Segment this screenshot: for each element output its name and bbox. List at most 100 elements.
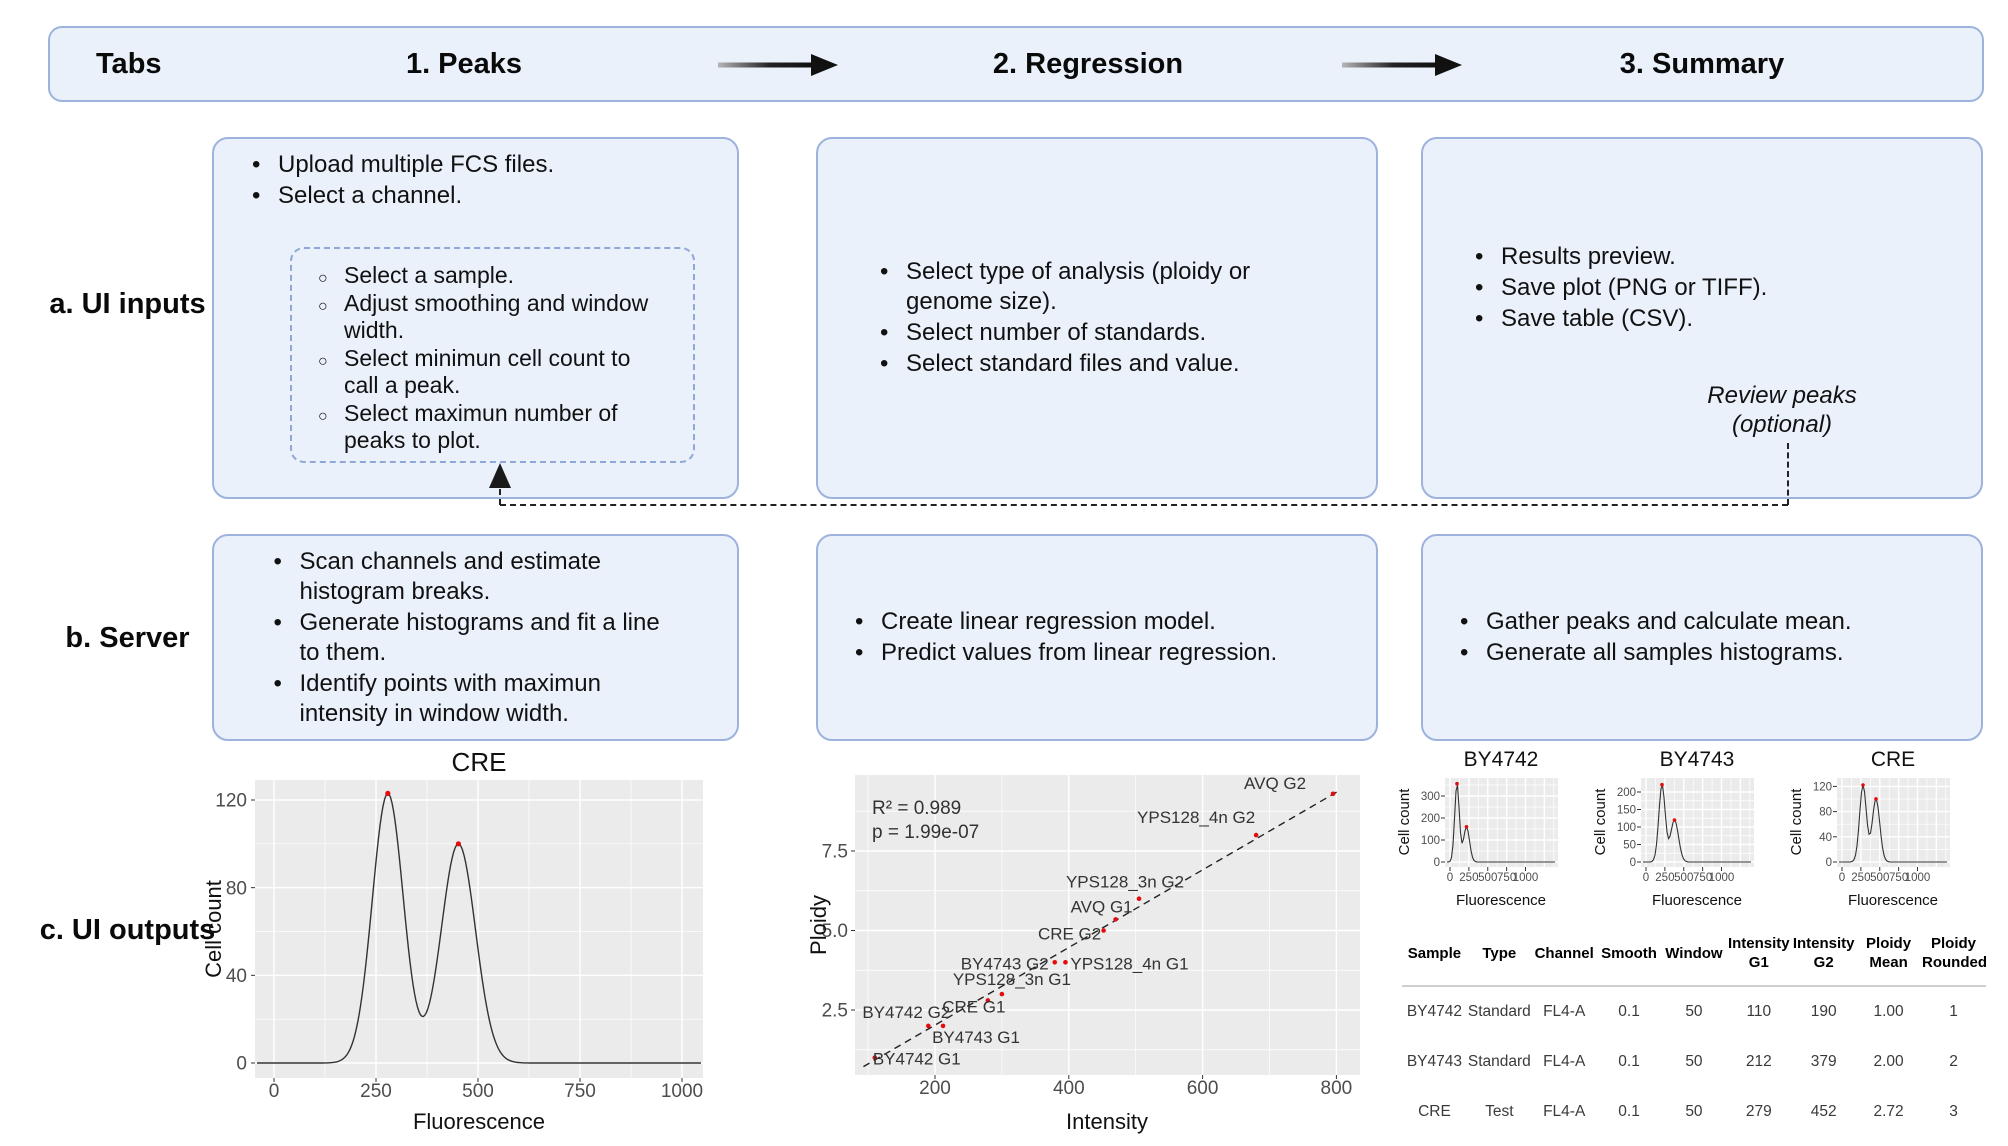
bullet-item: Select type of analysis (ploidy or genom…	[872, 257, 1322, 317]
box-summary-server: Gather peaks and calculate mean.Generate…	[1421, 534, 1983, 741]
svg-text:200: 200	[1421, 813, 1440, 825]
bullet-item: Save plot (PNG or TIFF).	[1467, 273, 1937, 303]
feedback-connector-left-segment	[499, 489, 501, 505]
bullet-item: Select number of standards.	[872, 318, 1322, 348]
box-peaks-server: Scan channels and estimate histogram bre…	[212, 534, 739, 741]
review-peaks-note-line1: Review peaks	[1707, 382, 1857, 409]
svg-text:0: 0	[1447, 872, 1453, 884]
svg-text:750: 750	[564, 1081, 596, 1102]
peak-settings-list: Select a sample.Adjust smoothing and win…	[310, 262, 670, 454]
svg-text:800: 800	[1321, 1078, 1353, 1099]
bullet-item: Save table (CSV).	[1467, 304, 1937, 334]
bullet-item: Select standard files and value.	[872, 349, 1322, 379]
table-cell: 279	[1745, 1103, 1772, 1120]
summary-server-list: Gather peaks and calculate mean.Generate…	[1452, 606, 1952, 669]
svg-text:BY4743 G1: BY4743 G1	[932, 1028, 1020, 1047]
svg-text:40: 40	[1819, 832, 1832, 844]
table-cell: Standard	[1467, 1053, 1531, 1070]
svg-text:Cell count: Cell count	[1592, 788, 1609, 856]
svg-text:1000: 1000	[661, 1081, 703, 1102]
svg-text:1000: 1000	[1709, 872, 1735, 884]
svg-text:YPS128_3n G2: YPS128_3n G2	[1066, 873, 1184, 892]
svg-text:250: 250	[1851, 872, 1870, 884]
table-cell: 0.1	[1618, 1103, 1640, 1120]
table-cell: CRE	[1418, 1103, 1451, 1120]
svg-text:Fluorescence: Fluorescence	[413, 1109, 545, 1134]
svg-text:0: 0	[1826, 857, 1832, 869]
svg-text:400: 400	[1053, 1078, 1085, 1099]
svg-text:80: 80	[1819, 807, 1832, 819]
bullet-item: Select a channel.	[244, 181, 684, 211]
feedback-arrowhead-up-icon	[489, 463, 511, 488]
svg-text:0: 0	[1643, 872, 1649, 884]
table-header-cell: Sample	[1402, 934, 1467, 987]
arrow-right-icon	[1342, 54, 1462, 76]
svg-text:Cell count: Cell count	[1788, 788, 1805, 856]
svg-text:BY4742 G2: BY4742 G2	[862, 1003, 950, 1022]
svg-text:Ploidy: Ploidy	[806, 895, 831, 955]
svg-text:100: 100	[1617, 822, 1636, 834]
table-cell: 3	[1949, 1103, 1958, 1120]
svg-text:AVQ G1: AVQ G1	[1071, 897, 1133, 916]
svg-text:500: 500	[1478, 872, 1497, 884]
peaks-server-list: Scan channels and estimate histogram bre…	[266, 546, 686, 730]
table-cell: 50	[1685, 1003, 1703, 1020]
svg-text:500: 500	[1674, 872, 1693, 884]
svg-text:YPS128_3n G1: YPS128_3n G1	[953, 970, 1071, 989]
svg-text:120: 120	[215, 791, 247, 812]
table-cell: 452	[1810, 1103, 1837, 1120]
bullet-item: Upload multiple FCS files.	[244, 150, 684, 180]
feedback-connector-right-segment	[1787, 443, 1789, 505]
svg-text:1000: 1000	[1513, 872, 1539, 884]
tab-bar-title: Tabs	[96, 47, 162, 80]
svg-text:2.5: 2.5	[822, 1001, 848, 1022]
table-cell: Test	[1485, 1103, 1514, 1120]
svg-text:Fluorescence: Fluorescence	[1848, 892, 1938, 909]
bullet-item: Results preview.	[1467, 242, 1937, 272]
svg-text:200: 200	[919, 1078, 951, 1099]
table-cell: Standard	[1467, 1003, 1531, 1020]
table-cell: 50	[1685, 1053, 1703, 1070]
svg-text:0: 0	[1630, 857, 1636, 869]
peak-settings-dashed-box: Select a sample.Adjust smoothing and win…	[290, 247, 695, 463]
svg-text:CRE: CRE	[1871, 748, 1915, 771]
row-label-ui-inputs: a. UI inputs	[49, 288, 206, 320]
bullet-item: Create linear regression model.	[847, 607, 1347, 637]
table-header-cell: Ploidy Mean	[1856, 934, 1921, 987]
peaks-inputs-list: Upload multiple FCS files.Select a chann…	[244, 150, 684, 211]
bullet-item: Generate histograms and fit a line to th…	[266, 608, 686, 668]
table-cell: FL4-A	[1543, 1053, 1586, 1070]
svg-text:300: 300	[1421, 791, 1440, 803]
svg-text:7.5: 7.5	[822, 842, 848, 863]
bullet-item: Select a sample.	[310, 262, 670, 292]
svg-text:250: 250	[1459, 872, 1478, 884]
bullet-item: Identify points with maximun intensity i…	[266, 669, 686, 729]
bullet-item: Gather peaks and calculate mean.	[1452, 607, 1952, 637]
box-regression-ui-inputs: Select type of analysis (ploidy or genom…	[816, 137, 1378, 499]
bullet-item: Generate all samples histograms.	[1452, 638, 1952, 668]
svg-text:BY4743: BY4743	[1660, 748, 1735, 771]
review-peaks-note: Review peaks (optional)	[1672, 381, 1892, 439]
table-cell: 2.72	[1873, 1103, 1904, 1120]
svg-text:AVQ G2: AVQ G2	[1244, 774, 1306, 793]
svg-text:750: 750	[1889, 872, 1908, 884]
table-header-cell: Ploidy Rounded	[1921, 934, 1987, 987]
table-cell: 379	[1810, 1053, 1837, 1070]
table-cell: BY4743	[1406, 1053, 1463, 1070]
table-cell: 2	[1949, 1053, 1958, 1070]
svg-text:0: 0	[269, 1081, 280, 1102]
svg-text:0: 0	[236, 1054, 247, 1075]
svg-text:80: 80	[226, 878, 247, 899]
table-cell: 1.00	[1873, 1003, 1904, 1020]
svg-text:CRE G2: CRE G2	[1038, 925, 1101, 944]
table-header-cell: Smooth	[1596, 934, 1662, 987]
svg-text:CRE G1: CRE G1	[942, 997, 1005, 1016]
tab-summary: 3. Summary	[1619, 47, 1785, 80]
svg-text:600: 600	[1187, 1078, 1219, 1099]
